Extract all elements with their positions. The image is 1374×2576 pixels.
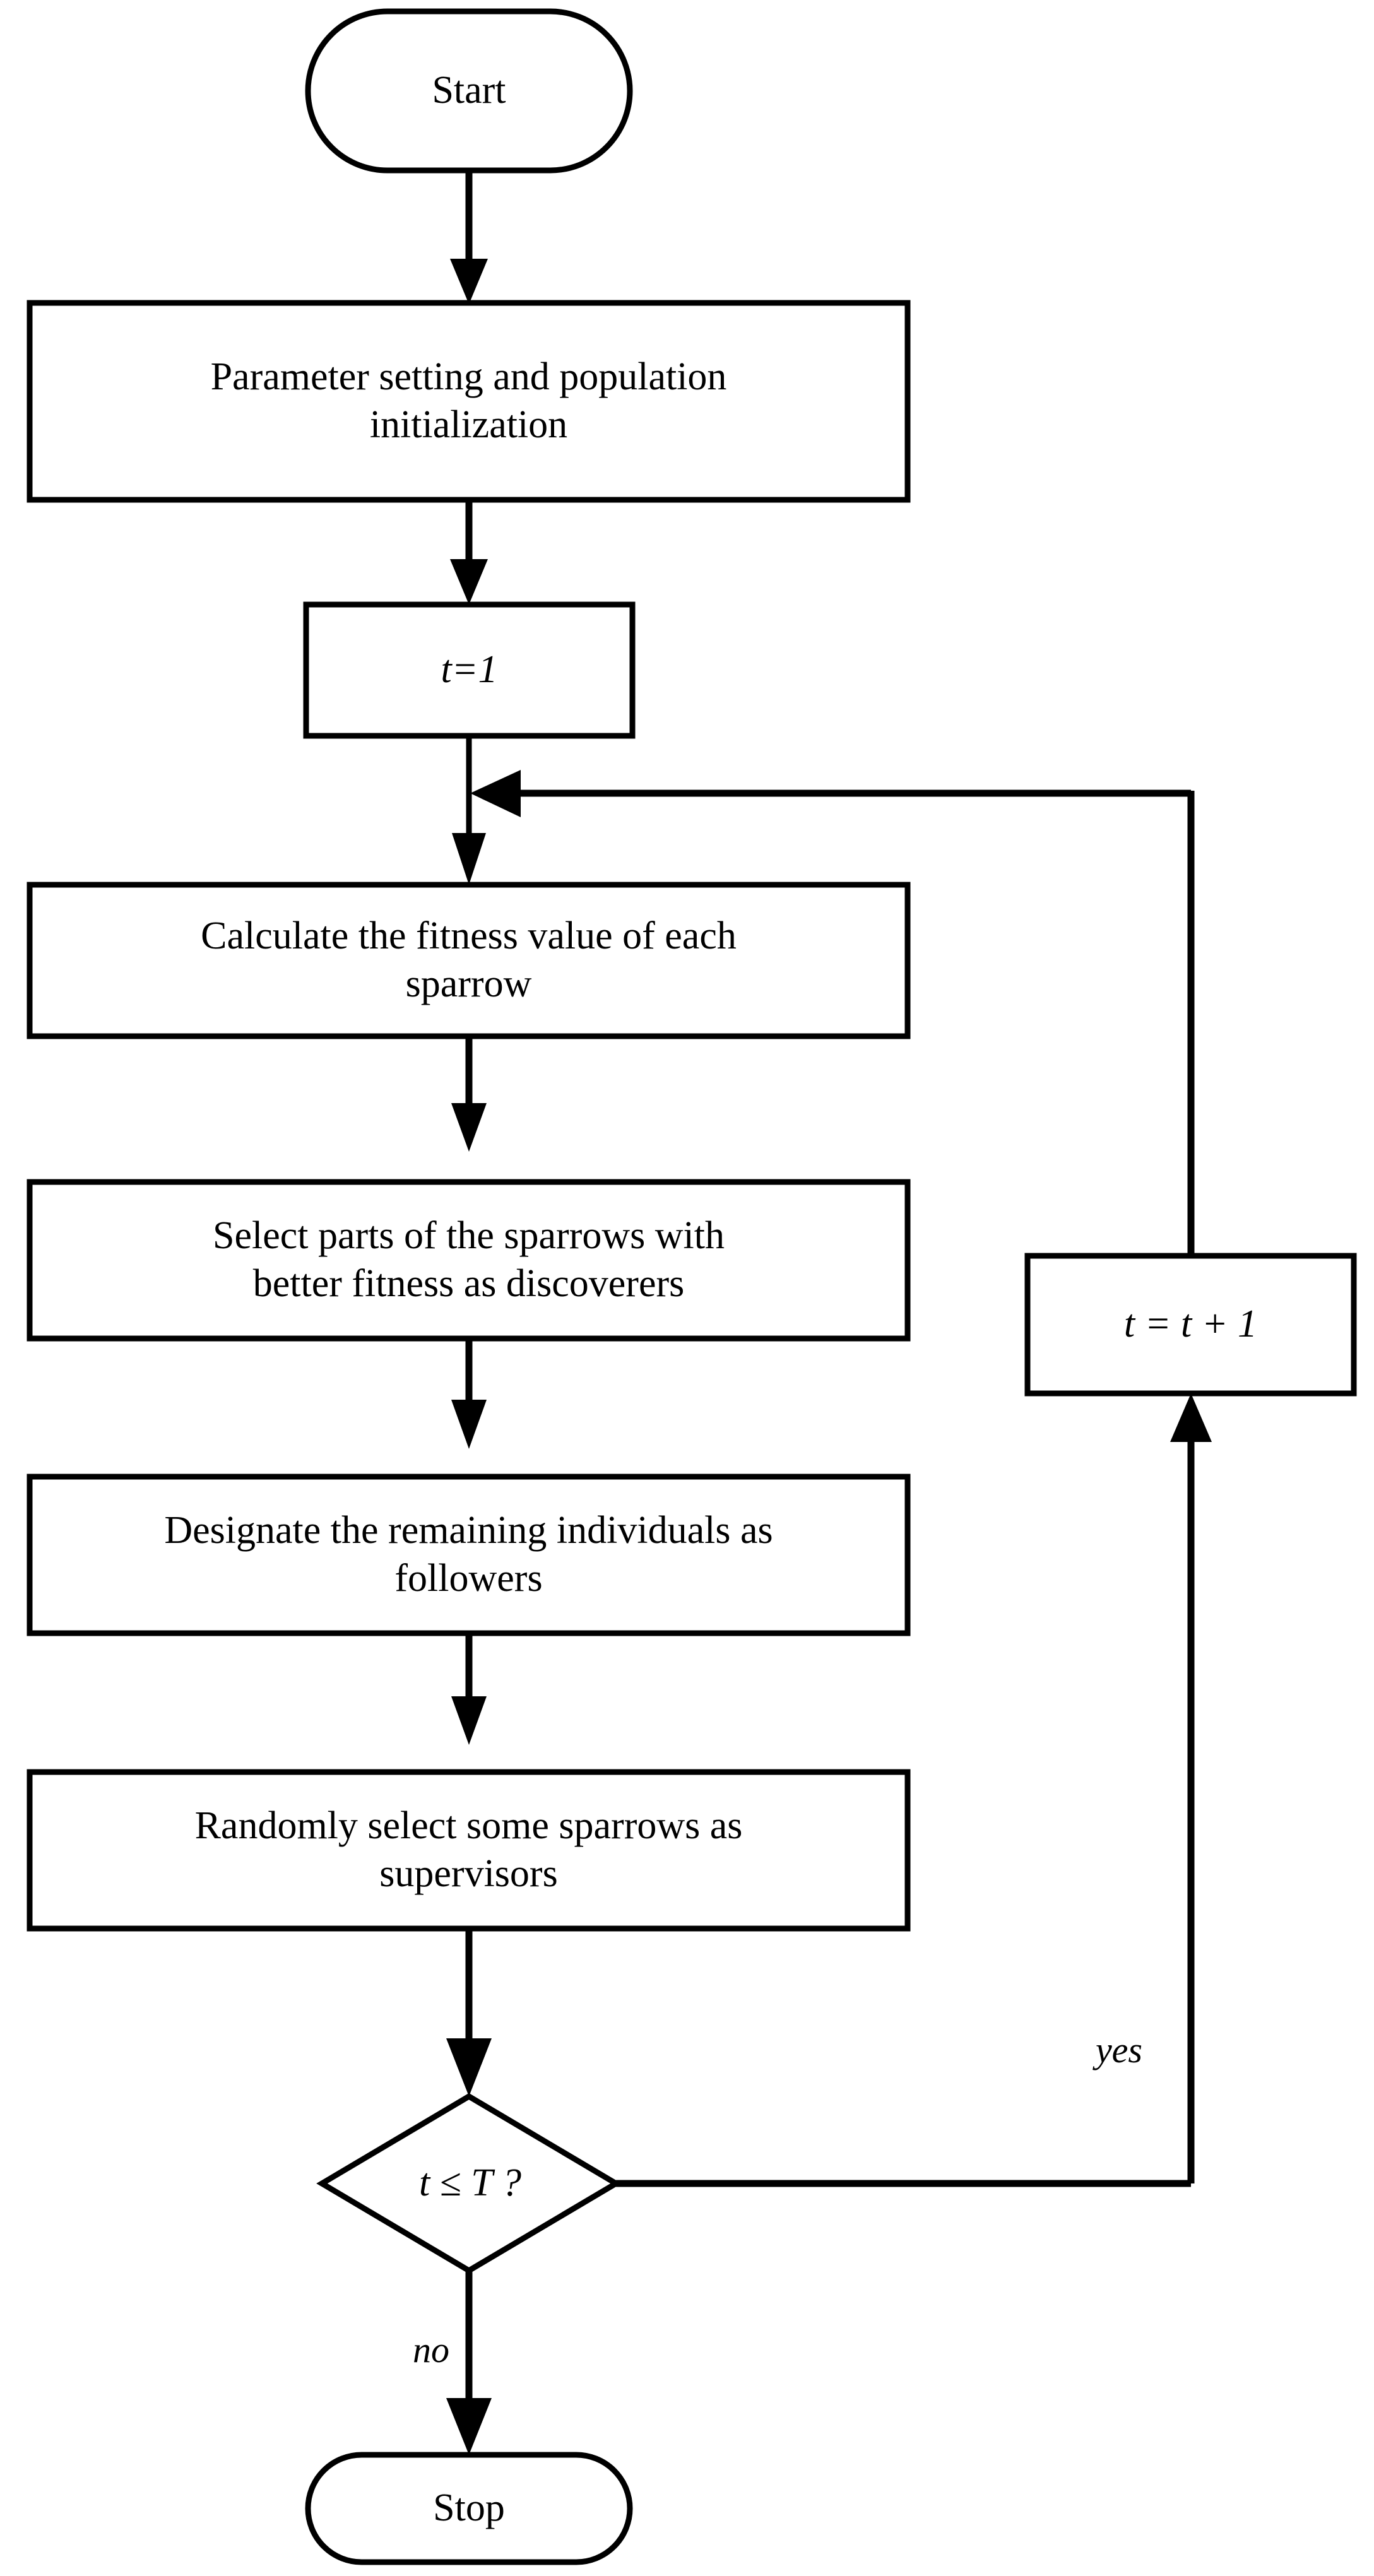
edge-label-yes-text: yes bbox=[1095, 2029, 1142, 2071]
edge-decision-no-branch bbox=[446, 2271, 492, 2455]
edge-label-yes: yes bbox=[1096, 2029, 1142, 2071]
edge-loop-back-yes bbox=[470, 770, 1191, 817]
node-start-shape[interactable] bbox=[305, 8, 633, 174]
edge-label-no-text: no bbox=[413, 2329, 449, 2370]
edge-followers-to-supervisors bbox=[451, 1632, 487, 1745]
edge-init-to-t-init bbox=[450, 499, 488, 605]
edge-label-no: no bbox=[413, 2329, 449, 2371]
edge-discoverers-to-followers bbox=[451, 1337, 487, 1449]
node-t-init-shape[interactable] bbox=[303, 601, 636, 739]
edge-fitness-to-discoverers bbox=[451, 1035, 487, 1152]
node-fitness-shape[interactable] bbox=[27, 882, 911, 1039]
node-init-shape[interactable] bbox=[27, 300, 911, 503]
edge-merge-to-fitness bbox=[452, 793, 486, 885]
edge-supervisors-to-decision bbox=[446, 1928, 492, 2096]
edge-start-to-init bbox=[450, 172, 488, 304]
node-stop-shape[interactable] bbox=[305, 2452, 633, 2565]
node-decision-shape[interactable] bbox=[316, 2093, 622, 2274]
node-increment-shape[interactable] bbox=[1024, 1253, 1357, 1397]
node-supervisors-shape[interactable] bbox=[27, 1769, 911, 1932]
node-discoverers-shape[interactable] bbox=[27, 1179, 911, 1342]
edge-decision-yes-branch bbox=[616, 1393, 1212, 2187]
node-followers-shape[interactable] bbox=[27, 1474, 911, 1636]
